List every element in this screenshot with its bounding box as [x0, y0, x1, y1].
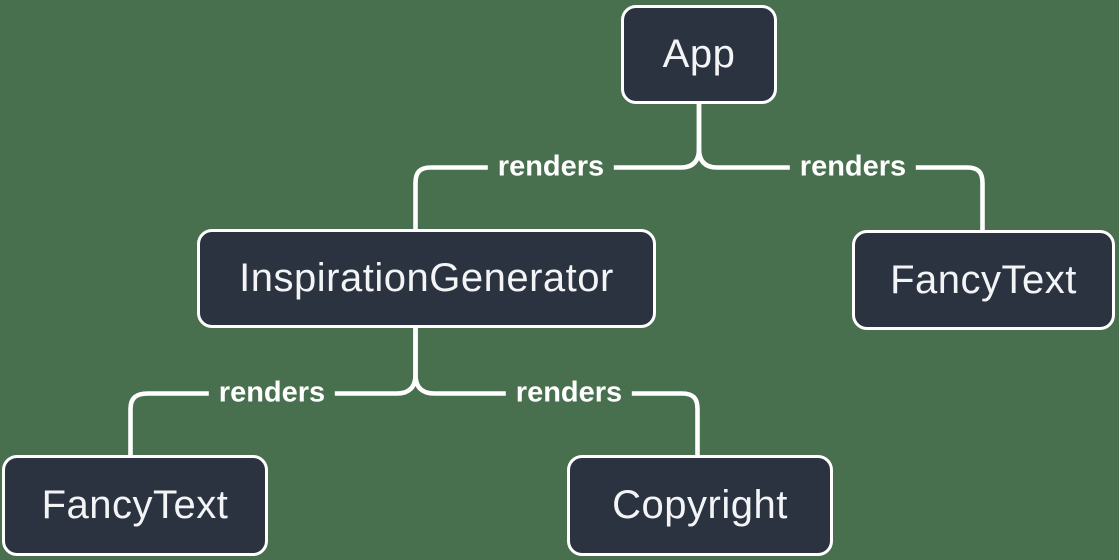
node-fancy-text-top-right-label: FancyText — [890, 257, 1077, 302]
node-copyright: Copyright — [567, 455, 833, 556]
node-fancy-text-bottom-left: FancyText — [2, 455, 268, 556]
edge-label-renders-app-fancytext: renders — [789, 148, 917, 186]
node-copyright-label: Copyright — [612, 483, 788, 527]
node-inspiration-generator-label: InspirationGenerator — [239, 256, 614, 300]
edge-label-renders-inspirationgenerator-copyright: renders — [505, 374, 633, 412]
edge-label-renders-inspirationgenerator-fancytext: renders — [208, 374, 336, 412]
node-app-label: App — [662, 32, 736, 76]
node-inspiration-generator: InspirationGenerator — [197, 229, 656, 328]
node-app: App — [621, 5, 777, 104]
node-fancy-text-top-right: FancyText — [852, 230, 1115, 330]
edge-label-renders-app-inspirationgenerator: renders — [487, 148, 615, 186]
node-fancy-text-bottom-left-label: FancyText — [41, 483, 229, 527]
